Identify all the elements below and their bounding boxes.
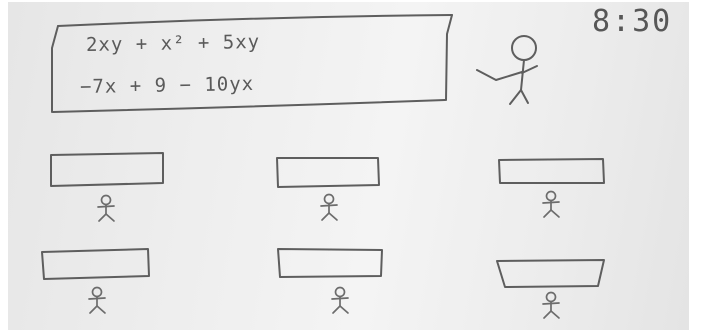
student-desk-2 <box>277 158 379 220</box>
clock-time: 8:30 <box>592 4 672 39</box>
student-desk-1 <box>51 153 163 221</box>
student-figure-6 <box>543 293 559 319</box>
student-figure-2 <box>321 195 337 221</box>
student-figure-5 <box>332 288 348 314</box>
student-desk-4 <box>42 249 149 313</box>
student-desk-6 <box>497 260 604 318</box>
student-figure-1 <box>98 196 114 222</box>
teacher-figure <box>477 36 537 104</box>
equation-line-1: 2xy + x² + 5xy <box>86 31 261 56</box>
student-desk-5 <box>278 249 382 313</box>
student-desk-3 <box>499 159 604 217</box>
student-figure-4 <box>89 288 105 314</box>
student-figure-3 <box>543 192 559 218</box>
equation-line-2: −7x + 9 − 10yx <box>80 73 255 98</box>
